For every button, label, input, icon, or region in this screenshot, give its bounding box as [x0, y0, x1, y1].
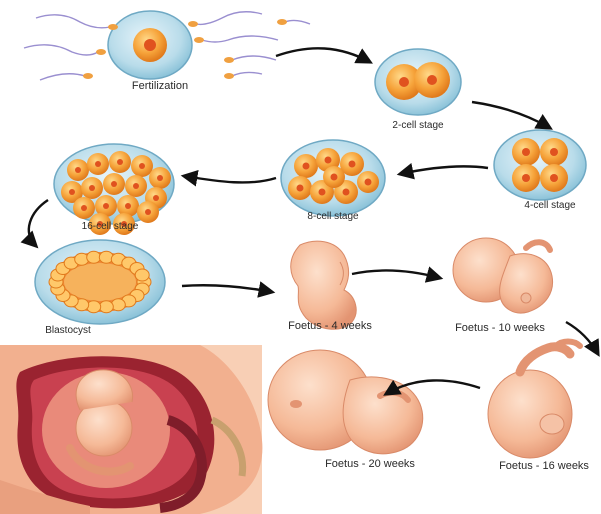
arrow-16cell-to-blastocyst	[29, 200, 48, 246]
trophoblast-cell	[87, 251, 101, 263]
cell-nucleus	[153, 195, 159, 201]
cell-nucleus	[69, 189, 75, 195]
arrow-blastocyst-to-foetus4	[182, 285, 272, 292]
cell-nucleus	[139, 163, 145, 169]
label-8-cell-stage: 8-cell stage	[307, 211, 358, 222]
foetus-20-weeks	[268, 350, 423, 454]
trophoblast-cell	[99, 301, 113, 313]
label-foetus-20-weeks: Foetus - 20 weeks	[325, 458, 415, 470]
cell-nucleus	[125, 203, 131, 209]
blastocyst	[35, 240, 165, 324]
arrow-4cell-to-8cell	[400, 166, 488, 174]
cell-nucleus	[95, 161, 101, 167]
foetus-16-weeks	[488, 342, 580, 459]
eight-cell-stage	[281, 140, 385, 216]
foetus-10-weeks	[453, 238, 553, 313]
label-foetus-4-weeks: Foetus - 4 weeks	[288, 320, 372, 332]
cell-nucleus	[133, 183, 139, 189]
cell-nucleus	[89, 185, 95, 191]
fertilization-egg	[108, 11, 192, 79]
cell-nucleus	[111, 181, 117, 187]
cell-nucleus	[117, 159, 123, 165]
pregnant-womb-cross-section	[0, 345, 262, 514]
label-2-cell-stage: 2-cell stage	[392, 120, 443, 131]
arrow-8cell-to-16cell	[184, 176, 276, 182]
label-blastocyst: Blastocyst	[45, 325, 91, 336]
two-cell-stage	[375, 49, 461, 115]
label-fertilization: Fertilization	[132, 80, 188, 92]
cell-nucleus	[81, 205, 87, 211]
arrow-foetus4-to-foetus10	[352, 271, 440, 278]
arrow-fertilization-to-2cell	[276, 48, 370, 62]
cell-nucleus	[145, 209, 151, 215]
cell-nucleus	[75, 167, 81, 173]
label-foetus-16-weeks: Foetus - 16 weeks	[499, 460, 589, 472]
label-16-cell-stage: 16-cell stage	[82, 221, 139, 232]
cell-nucleus	[103, 203, 109, 209]
cell-nucleus	[157, 175, 163, 181]
label-foetus-10-weeks: Foetus - 10 weeks	[455, 322, 545, 334]
label-4-cell-stage: 4-cell stage	[524, 200, 575, 211]
four-cell-stage	[494, 130, 586, 200]
arrow-2cell-to-4cell	[472, 102, 550, 128]
foetus-4-weeks	[291, 241, 356, 329]
trophoblast-cell	[135, 269, 149, 281]
